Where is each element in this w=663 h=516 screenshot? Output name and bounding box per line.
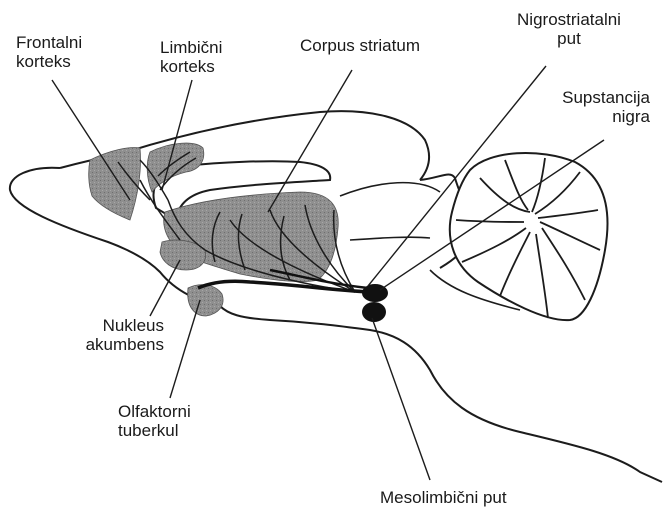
olfactory-tubercle-label-line1: Olfaktorni	[118, 402, 191, 421]
substantia-nigra-label-line2: nigra	[540, 107, 650, 126]
vta-nucleus	[362, 302, 386, 322]
frontal-cortex-label-line2: korteks	[16, 52, 82, 71]
limbic-cortex-label-line1: Limbični	[160, 38, 222, 57]
midline-structure	[340, 183, 440, 240]
nigrostriatal-path-label-line2: put	[504, 29, 634, 48]
nucleus-accumbens-label-line1: Nukleus	[64, 316, 164, 335]
substantia-nigra-label-line1: Supstancija	[540, 88, 650, 107]
mesolimbic-bundle	[198, 281, 370, 292]
limbic-cortex-label-line2: korteks	[160, 57, 222, 76]
mesolimbic-path-label: Mesolimbični put	[380, 488, 507, 507]
frontal-cortex-label-line1: Frontalni	[16, 33, 82, 52]
frontal-cortex-region	[89, 148, 141, 221]
olfactory-tubercle-label-line2: tuberkul	[118, 421, 191, 440]
corpus-striatum-label: Corpus striatum	[300, 36, 420, 55]
nucleus-accumbens-label-line2: akumbens	[64, 335, 164, 354]
nigrostriatal-path-label-line1: Nigrostriatalni	[504, 10, 634, 29]
olfactory-tubercle-region	[188, 285, 223, 316]
cerebellum	[430, 153, 607, 320]
